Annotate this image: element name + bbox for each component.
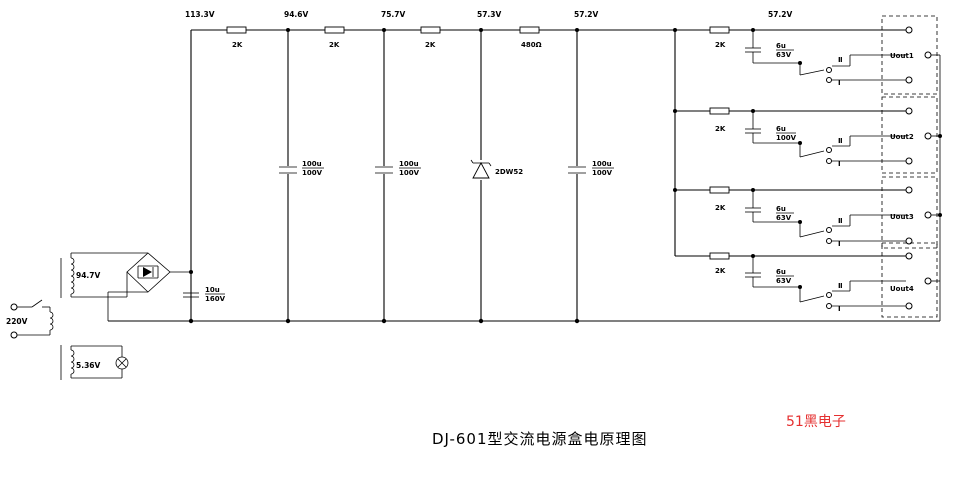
output-1-capacitor-value: 6u xyxy=(776,42,786,50)
lamp-voltage-label: 5.36V xyxy=(76,361,101,370)
output-3-range-switch xyxy=(799,230,825,238)
filter-capacitor-3-value: 100u xyxy=(592,160,612,168)
output-4-box xyxy=(881,242,938,318)
output-3-capacitor-value: 6u xyxy=(776,205,786,213)
output-3-switch-mark-top: Ⅱ xyxy=(838,217,843,225)
mains-terminal-bottom xyxy=(10,331,18,339)
output-4-label: Uout4 xyxy=(890,285,914,293)
output-2-label: Uout2 xyxy=(890,133,914,141)
resistor-1-label: 2K xyxy=(232,41,243,49)
output-channel-4: 2K 6u 63V Ⅱ Ⅰ Uout4 xyxy=(675,242,938,318)
resistor-3 xyxy=(420,26,441,34)
output-4-capacitor-rating: 63V xyxy=(776,277,792,285)
output-channel-3: 2K 6u 63V Ⅱ Ⅰ Uout3 xyxy=(675,176,938,249)
output-channel-2: 2K 6u 100V Ⅱ Ⅰ Uout2 xyxy=(675,96,938,174)
resistor-2 xyxy=(324,26,345,34)
primary-voltage-label: 220V xyxy=(6,317,28,326)
output-3-switch-mark-bottom: Ⅰ xyxy=(838,240,841,248)
output-1-resistor-label: 2K xyxy=(715,41,726,49)
primary-winding xyxy=(49,311,54,331)
output-4-range-switch xyxy=(799,295,825,303)
output-4-resistor-label: 2K xyxy=(715,267,726,275)
filter-capacitor-3: 100u 100V xyxy=(567,30,614,321)
output-2-capacitor-value: 6u xyxy=(776,125,786,133)
output-2-box xyxy=(881,96,938,174)
secondary-winding-hv xyxy=(70,257,75,295)
output-2-switch-mark-bottom: Ⅰ xyxy=(838,160,841,168)
output-3-resistor-label: 2K xyxy=(715,204,726,212)
output-channel-1: 2K 6u 63V Ⅱ Ⅰ Uout1 xyxy=(675,15,938,95)
voltage-node-5: 57.2V xyxy=(574,10,599,19)
output-4-capacitor-value: 6u xyxy=(776,268,786,276)
bridge-rectifier xyxy=(107,252,191,321)
resistor-4-label: 480Ω xyxy=(521,41,542,49)
output-2-switch-mark-top: Ⅱ xyxy=(838,137,843,145)
output-3-resistor xyxy=(709,186,730,194)
output-2-capacitor-rating: 100V xyxy=(776,134,797,142)
primary-circuit: 220V 94.7V 5.36V xyxy=(6,252,148,380)
output-1-range-switch xyxy=(799,69,825,76)
input-capacitor-value: 10u xyxy=(205,286,220,294)
output-1-resistor xyxy=(709,26,730,34)
output-4-resistor xyxy=(709,252,730,260)
output-2-resistor xyxy=(709,107,730,115)
resistor-1 xyxy=(226,26,247,34)
filter-capacitor-2: 100u 100V xyxy=(374,30,421,321)
diagram-title: DJ-601型交流电源盒电原理图 xyxy=(432,430,647,448)
output-1-label: Uout1 xyxy=(890,52,914,60)
voltage-node-1: 113.3V xyxy=(185,10,215,19)
indicator-lamp xyxy=(115,356,129,370)
brand-watermark: 51黑电子 xyxy=(786,414,846,430)
voltage-node-4: 57.3V xyxy=(477,10,502,19)
voltage-node-6: 57.2V xyxy=(768,10,793,19)
voltage-node-3: 75.7V xyxy=(381,10,406,19)
secondary-winding-lamp xyxy=(70,349,75,375)
resistor-2-label: 2K xyxy=(329,41,340,49)
output-2-resistor-label: 2K xyxy=(715,125,726,133)
input-capacitor-rating: 160V xyxy=(205,295,226,303)
resistor-4 xyxy=(519,26,540,34)
output-4-switch-mark-top: Ⅱ xyxy=(838,282,843,290)
resistor-3-label: 2K xyxy=(425,41,436,49)
filter-capacitor-1-rating: 100V xyxy=(302,169,323,177)
output-1-switch-mark-top: Ⅱ xyxy=(838,56,843,64)
output-4-switch-mark-bottom: Ⅰ xyxy=(838,305,841,313)
filter-capacitor-2-rating: 100V xyxy=(399,169,420,177)
filter-capacitor-3-rating: 100V xyxy=(592,169,613,177)
output-3-capacitor-rating: 63V xyxy=(776,214,792,222)
power-switch xyxy=(31,299,43,308)
output-3-label: Uout3 xyxy=(890,213,914,221)
output-1-switch-mark-bottom: Ⅰ xyxy=(838,79,841,87)
voltage-node-2: 94.6V xyxy=(284,10,309,19)
input-capacitor: 10u 160V xyxy=(183,286,226,303)
filter-capacitor-1: 100u 100V xyxy=(278,30,324,321)
mains-terminal-top xyxy=(10,303,18,311)
output-2-range-switch xyxy=(799,150,825,158)
output-1-capacitor-rating: 63V xyxy=(776,51,792,59)
zener-diode-label: 2DW52 xyxy=(495,168,523,176)
filter-capacitor-2-value: 100u xyxy=(399,160,419,168)
filter-capacitor-1-value: 100u xyxy=(302,160,322,168)
zener-diode: 2DW52 xyxy=(470,30,523,321)
secondary-voltage-label: 94.7V xyxy=(76,271,101,280)
